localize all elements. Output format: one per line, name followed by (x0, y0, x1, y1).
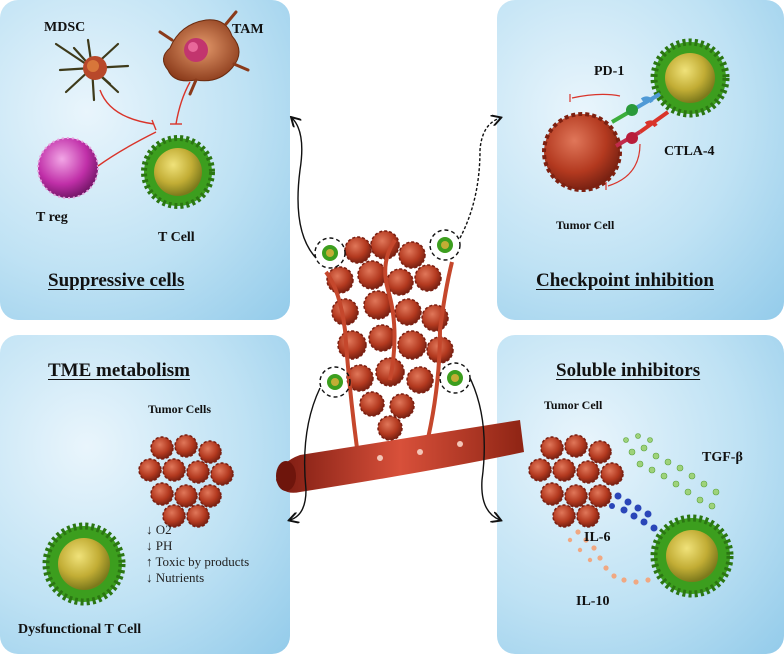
tcell-dysfunctional (42, 522, 126, 606)
central-tumor-mass (324, 230, 454, 471)
pd1-connector (610, 92, 662, 124)
il6-particles (609, 492, 658, 532)
mass-tcell-markers (314, 229, 471, 398)
metabolic-change-o2: ↓ O2 (146, 522, 172, 537)
label-il6: IL-6 (584, 530, 611, 545)
label-tcell: T Cell (158, 230, 195, 245)
suppression-inhibit-lines (97, 81, 191, 167)
tcell-checkpoint (650, 38, 730, 118)
title-checkpoint-inhibition: Checkpoint inhibition (536, 270, 714, 291)
metabolic-change-nutrients: ↓ Nutrients (146, 570, 205, 585)
metabolic-changes-list: ↓ O2 ↓ PH ↑ Toxic by products ↓ Nutrient… (146, 522, 249, 586)
panel-checkpoint-inhibition (497, 0, 784, 320)
label-tumor-cell-soluble: Tumor Cell (544, 398, 603, 412)
label-pd1: PD-1 (594, 64, 625, 79)
label-tumor-cells: Tumor Cells (148, 402, 212, 416)
mdsc-cell (54, 38, 130, 102)
tam-cell (158, 10, 250, 96)
title-suppressive-cells: Suppressive cells (48, 270, 185, 291)
label-tumor-cell-checkpoint: Tumor Cell (556, 218, 615, 232)
il10-particles (567, 529, 651, 585)
metabolic-change-toxic: ↑ Toxic by products (146, 554, 250, 569)
label-tgfb: TGF-β (702, 450, 743, 465)
panel-tme-metabolism (0, 335, 290, 654)
blood-vessel (276, 420, 524, 493)
treg-cell (37, 137, 99, 199)
label-il10: IL-10 (576, 594, 610, 609)
metabolic-change-ph: ↓ PH (146, 538, 173, 553)
label-dysfunctional-tcell: Dysfunctional T Cell (18, 622, 142, 637)
label-tam: TAM (232, 22, 264, 37)
label-mdsc: MDSC (44, 20, 86, 35)
tumor-cell-checkpoint (542, 112, 622, 192)
title-soluble-inhibitors: Soluble inhibitors (556, 360, 701, 381)
label-treg: T reg (36, 210, 68, 225)
label-ctla4: CTLA-4 (664, 144, 715, 159)
title-tme-metabolism: TME metabolism (48, 360, 190, 381)
tcell-soluble (650, 514, 734, 598)
tgfb-particles (623, 433, 720, 510)
ctla4-connector (614, 110, 670, 148)
tumor-cluster-soluble (528, 434, 624, 528)
tcell-suppressive (141, 135, 215, 209)
connector-arrows (290, 118, 500, 520)
tumor-cluster-metabolism (138, 434, 234, 528)
checkpoint-inhibit-lines (569, 93, 641, 190)
